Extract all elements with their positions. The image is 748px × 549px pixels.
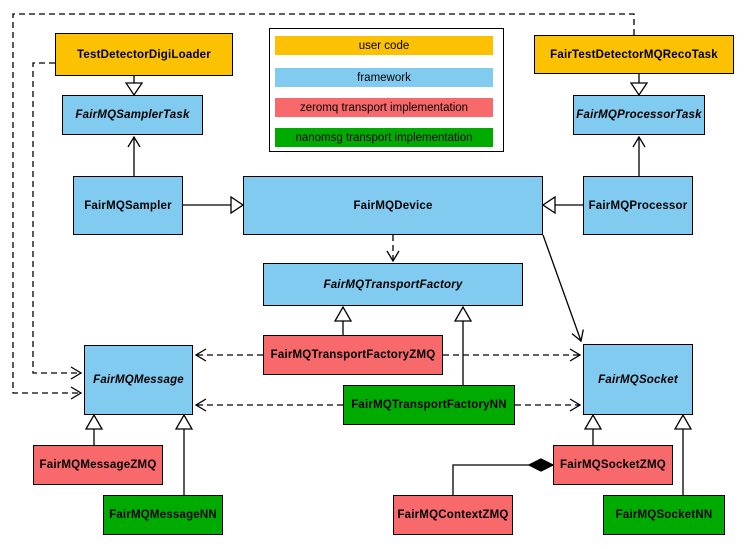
legend-item-nanomsg: nanomsg transport implementation	[275, 128, 493, 147]
edge-association-device-socket	[542, 234, 584, 343]
node-fairmqsocketzmq: FairMQSocketZMQ	[553, 445, 673, 485]
node-fairmqmessagezmq: FairMQMessageZMQ	[33, 445, 163, 485]
edge-composition-contextzmq-socketzmq	[452, 458, 555, 495]
node-fairmqmessagenn: FairMQMessageNN	[103, 495, 223, 535]
legend-item-user-code: user code	[275, 36, 493, 55]
node-fairmqdevice: FairMQDevice	[243, 176, 543, 235]
node-fairmqsocketnn: FairMQSocketNN	[603, 495, 725, 535]
node-fairmqprocessor: FairMQProcessor	[583, 176, 693, 235]
node-fairmqsocket: FairMQSocket	[583, 344, 693, 415]
node-fairtestdetectormqrecotask: FairTestDetectorMQRecoTask	[534, 35, 734, 74]
legend-item-framework: framework	[275, 68, 493, 87]
node-fairmqtransportfactoryzmq: FairMQTransportFactoryZMQ	[263, 335, 443, 375]
edge-inheritance-processor-device	[541, 195, 583, 215]
node-fairmqsamplertask: FairMQSamplerTask	[62, 95, 203, 135]
legend-item-zeromq: zeromq transport implementation	[275, 98, 493, 117]
edge-inheritance-tfnn-transportfactory	[453, 305, 473, 385]
node-fairmqtransportfactorynn: FairMQTransportFactoryNN	[343, 385, 515, 425]
legend-label-zeromq: zeromq transport implementation	[299, 101, 469, 114]
node-fairmqmessage: FairMQMessage	[84, 345, 193, 415]
edge-inheritance-recotask-processortask	[629, 74, 649, 97]
edge-inheritance-socketzmq-socket	[583, 413, 603, 445]
legend-label-nanomsg: nanomsg transport implementation	[295, 131, 473, 144]
legend: user code framework zeromq transport imp…	[269, 28, 504, 152]
edge-inheritance-messagenn-message	[174, 413, 194, 495]
node-fairmqtransportfactory: FairMQTransportFactory	[263, 263, 523, 306]
node-fairmqcontextzmq: FairMQContextZMQ	[393, 495, 513, 535]
node-fairmqprocessortask: FairMQProcessorTask	[573, 95, 705, 135]
edge-inheritance-sampler-device	[183, 195, 245, 215]
edge-inheritance-messagezmq-message	[84, 413, 104, 445]
legend-label-user-code: user code	[358, 39, 410, 52]
edge-inheritance-socketnn-socket	[673, 413, 693, 495]
node-fairmqsampler: FairMQSampler	[73, 176, 183, 235]
edge-inheritance-tfzmq-transportfactory	[333, 305, 353, 335]
edge-inheritance-digiloader-samplertask	[124, 76, 144, 97]
node-testdetectordigiloader: TestDetectorDigiLoader	[55, 33, 233, 76]
legend-label-framework: framework	[357, 71, 411, 84]
